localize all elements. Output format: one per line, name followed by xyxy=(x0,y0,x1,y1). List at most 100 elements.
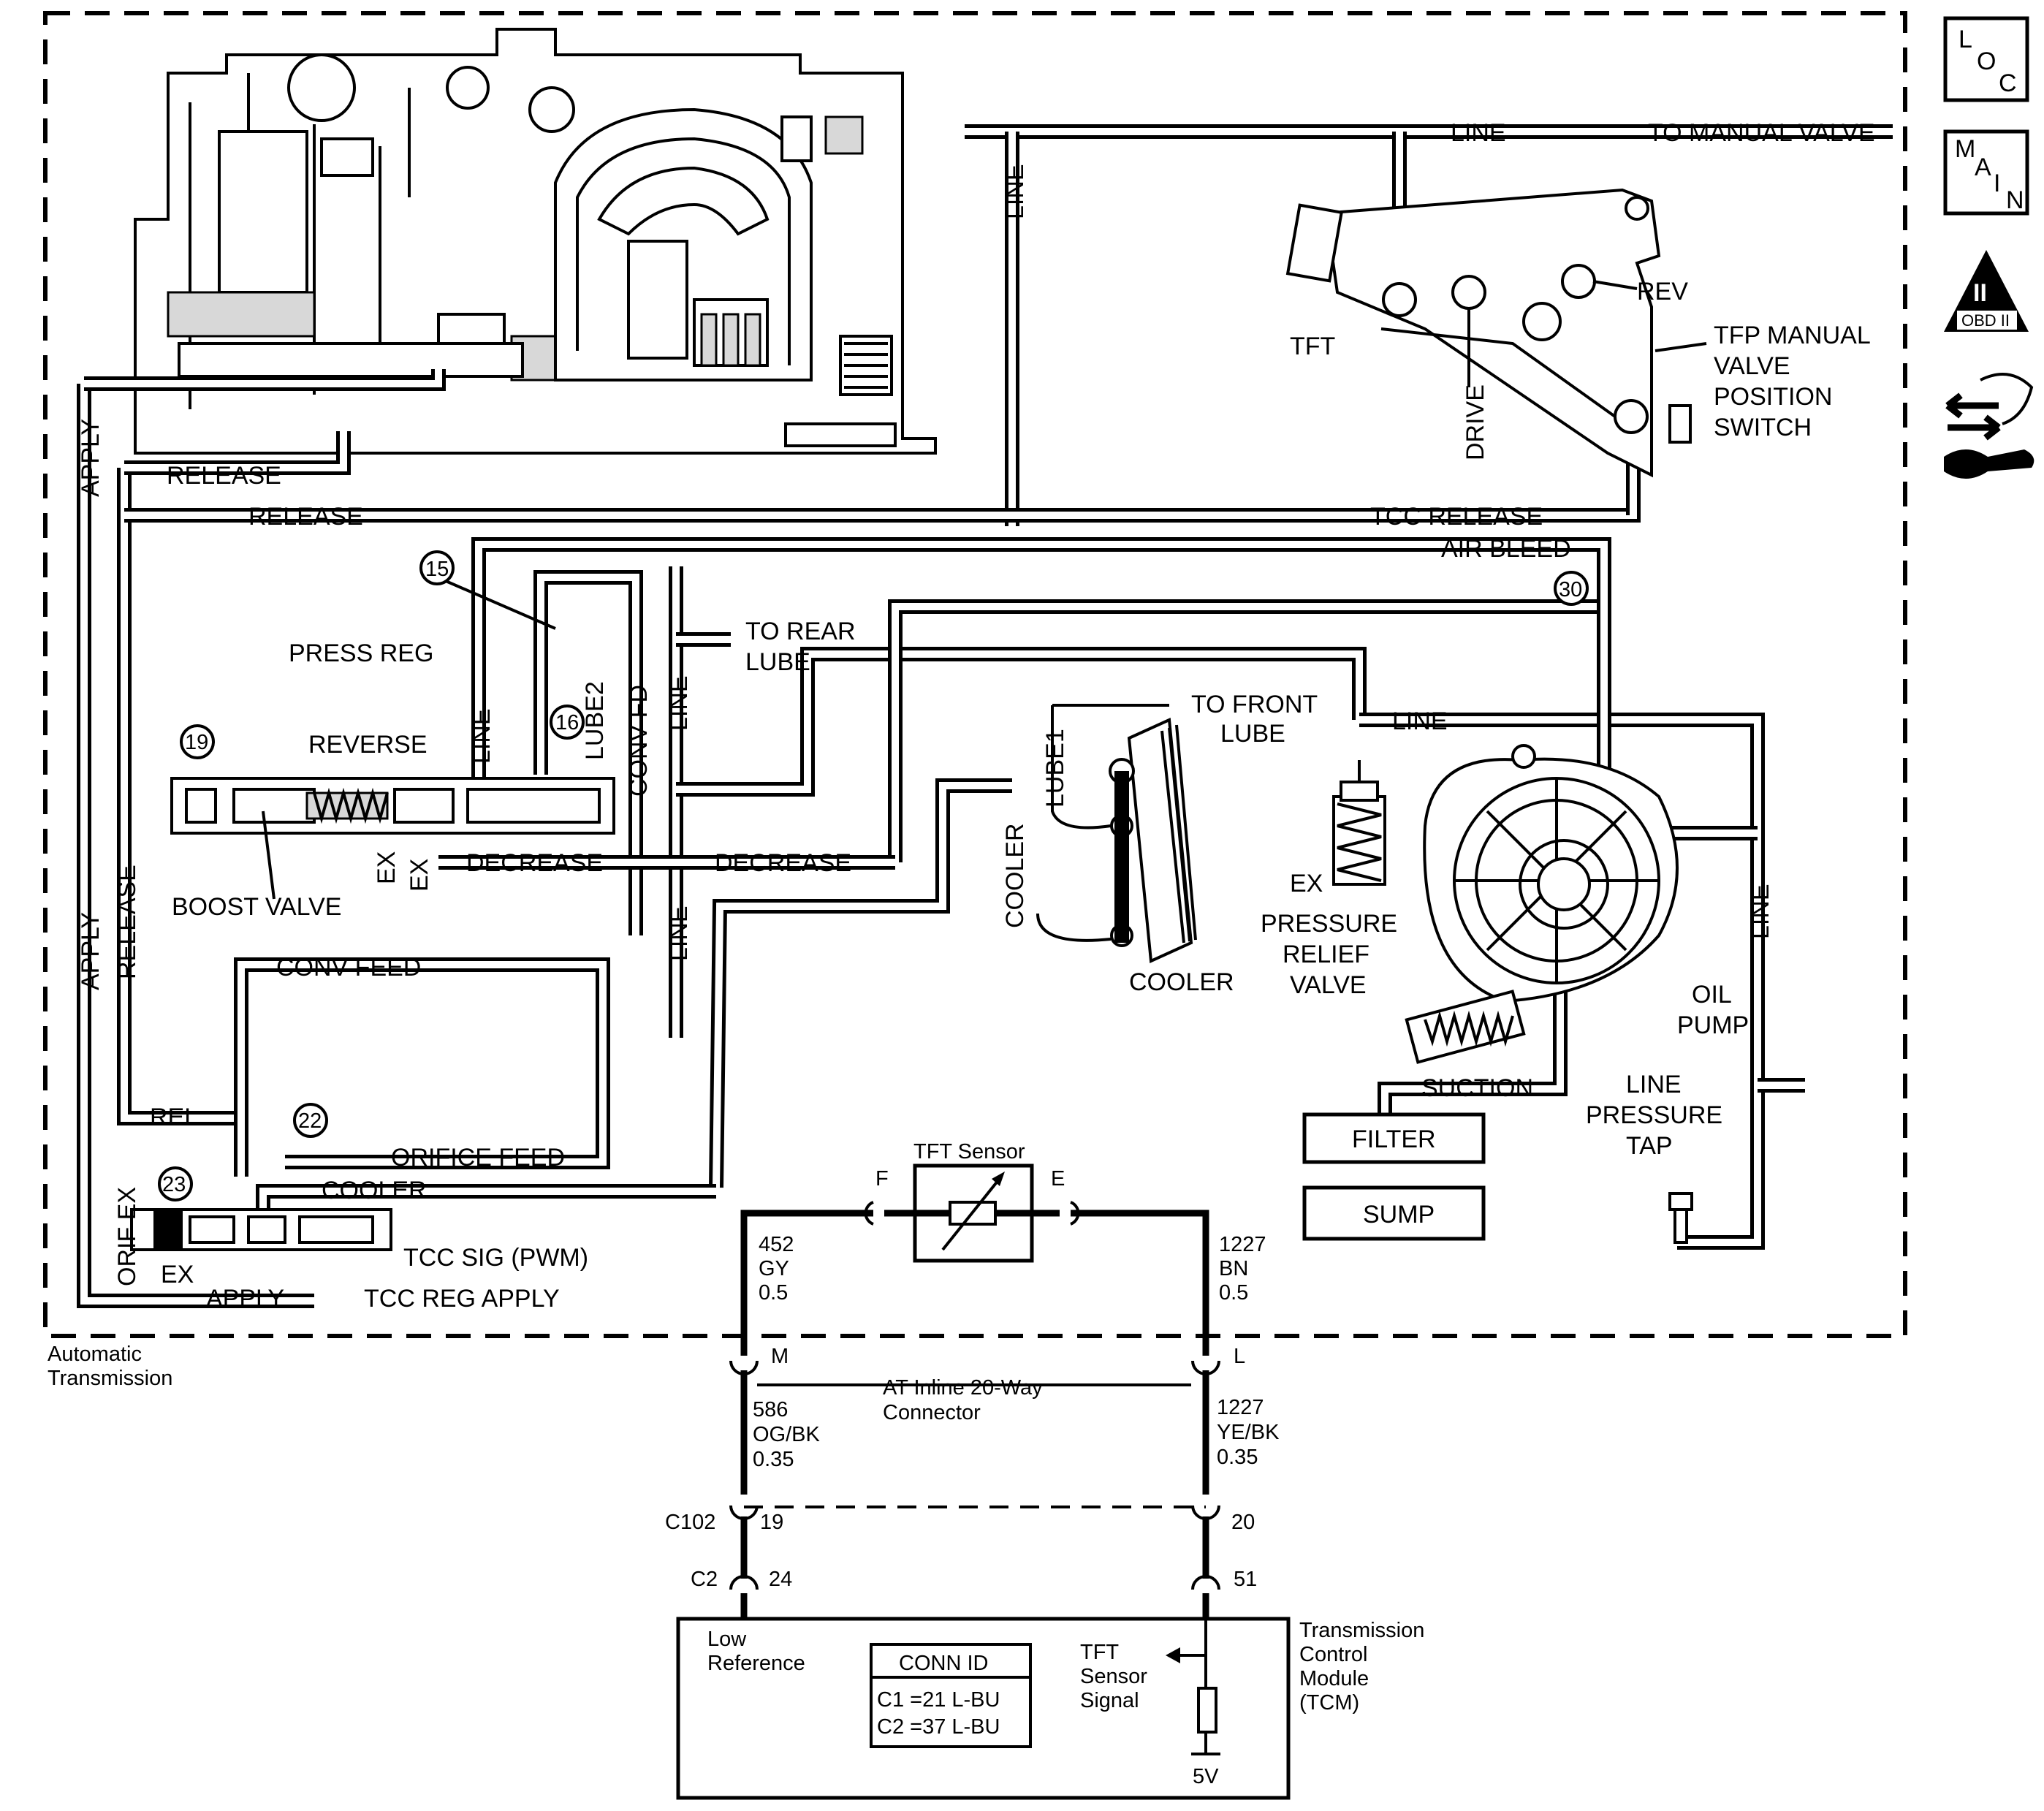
orifice-22: 22 xyxy=(298,1109,322,1133)
prv-label-1: PRESSURE xyxy=(1261,910,1397,938)
tft-signal-3: Signal xyxy=(1080,1689,1139,1712)
sump-label: SUMP xyxy=(1363,1201,1435,1229)
line-vert-label: LINE xyxy=(1001,164,1029,219)
arrows-wrench-icon[interactable] xyxy=(1944,373,2034,479)
cooler xyxy=(1036,704,1197,963)
conv-fd-label: CONV FD xyxy=(625,685,653,797)
tcc-release-label: TCC RELEASE xyxy=(1370,503,1543,531)
main-icon[interactable]: M A I N xyxy=(1943,129,2029,216)
line-right-label: LINE xyxy=(1392,707,1448,735)
to-manual-valve-label: TO MANUAL VALVE xyxy=(1648,119,1875,147)
to-front-lube-2: LUBE xyxy=(1220,720,1285,748)
svg-text:C: C xyxy=(1999,69,2017,97)
orifice-19: 19 xyxy=(185,731,208,754)
cooler-label: COOLER xyxy=(1129,968,1234,996)
line-far-right-label: LINE xyxy=(1747,884,1774,939)
to-rear-lube-1: TO REAR xyxy=(745,618,856,645)
line-mid-label: LINE xyxy=(665,675,693,731)
obd-ii-icon[interactable]: II OBD II xyxy=(1944,250,2029,332)
release-label-3: RELEASE xyxy=(113,865,141,979)
svg-text:N: N xyxy=(2006,186,2024,214)
pin-e: E xyxy=(1051,1167,1065,1191)
conn-id-c2: C2 =37 L-BU xyxy=(877,1715,1000,1739)
oil-pump-label-2: PUMP xyxy=(1677,1011,1749,1039)
left-gauge: 0.5 xyxy=(759,1281,788,1305)
transmission-housing xyxy=(134,28,937,455)
tcc-sig-label: TCC SIG (PWM) xyxy=(403,1244,588,1272)
tfp-manual-valve-position-switch xyxy=(1285,188,1707,478)
line-low-label: LINE xyxy=(665,906,693,961)
lube1-label: LUBE1 xyxy=(1041,729,1069,808)
hydraulic-labels: LINE TO MANUAL VALVE LINE REV TFT DRIVE … xyxy=(77,119,1875,1313)
tcc-reg-apply-label: TCC REG APPLY xyxy=(364,1285,560,1313)
inline-connector-1: AT Inline 20-Way xyxy=(883,1376,1043,1400)
to-rear-lube-2: LUBE xyxy=(745,648,810,676)
automatic-transmission-1: Automatic xyxy=(48,1343,142,1366)
pin-19: 19 xyxy=(760,1511,783,1534)
right-color: BN xyxy=(1219,1257,1248,1280)
rev-label: REV xyxy=(1637,278,1688,305)
reverse-label: REVERSE xyxy=(308,731,428,759)
svg-text:A: A xyxy=(1975,153,1991,181)
left2-color: OG/BK xyxy=(753,1423,821,1446)
c2-label: C2 xyxy=(691,1568,718,1591)
suction-label: SUCTION xyxy=(1421,1074,1533,1102)
left-color: GY xyxy=(759,1257,789,1280)
lpt-label-3: TAP xyxy=(1626,1132,1673,1160)
low-reference-2: Reference xyxy=(707,1652,805,1675)
conn-id-table xyxy=(870,1643,1032,1748)
svg-text:I: I xyxy=(1994,170,2000,197)
tft-sensor-box xyxy=(884,1163,1060,1263)
tcc-regulator-valve xyxy=(130,1208,392,1251)
harness-wires xyxy=(729,1201,1220,1619)
line-label: LINE xyxy=(1451,119,1506,147)
tcm-label-2: Control xyxy=(1299,1643,1368,1666)
oil-pump xyxy=(1405,744,1679,1064)
sump-box xyxy=(1302,1185,1486,1241)
pin-l: L xyxy=(1234,1345,1245,1368)
rel-label: REL xyxy=(150,1104,198,1131)
tft-sensor-title: TFT Sensor xyxy=(913,1140,1025,1163)
low-reference-1: Low xyxy=(707,1628,747,1651)
automatic-transmission-2: Transmission xyxy=(48,1367,172,1390)
apply-label-2: APPLY xyxy=(77,912,105,990)
svg-text:O: O xyxy=(1977,48,1996,75)
to-front-lube-1: TO FRONT xyxy=(1191,691,1318,718)
inline-connector-2: Connector xyxy=(883,1401,981,1424)
press-reg-label: PRESS REG xyxy=(289,639,433,667)
drive-label: DRIVE xyxy=(1462,384,1489,460)
apply-low-label: APPLY xyxy=(206,1285,284,1313)
svg-text:OBD II: OBD II xyxy=(1961,311,2010,330)
release-label-1: RELEASE xyxy=(167,462,281,490)
air-bleed-label: AIR BLEED xyxy=(1441,535,1571,563)
c102-label: C102 xyxy=(665,1511,715,1534)
orifice-23: 23 xyxy=(162,1173,186,1196)
tft-signal-2: Sensor xyxy=(1080,1665,1147,1688)
right2-color: YE/BK xyxy=(1217,1421,1280,1444)
conn-id-c1: C1 =21 L-BU xyxy=(877,1688,1000,1712)
pressure-relief-valve xyxy=(1332,760,1386,886)
filter-box xyxy=(1302,1112,1486,1164)
ex-label-2: EX xyxy=(406,859,433,892)
left2-circuit: 586 xyxy=(753,1398,788,1421)
orifice-16: 16 xyxy=(555,711,579,734)
loc-icon[interactable]: L O C xyxy=(1943,16,2029,102)
electrical-labels: TFT Sensor F E 452 GY 0.5 1227 BN 0.5 Au… xyxy=(48,1140,1424,1788)
pin-m: M xyxy=(771,1345,789,1368)
transmission-boundary xyxy=(43,11,1907,1338)
left2-gauge: 0.35 xyxy=(753,1448,794,1471)
oil-pump-label-1: OIL xyxy=(1692,981,1732,1009)
decrease-label-2: DECREASE xyxy=(715,849,851,877)
svg-text:L: L xyxy=(1958,26,1972,53)
left-circuit: 452 xyxy=(759,1233,794,1256)
conv-feed-label: CONV FEED xyxy=(276,954,421,982)
tft-signal-1: TFT xyxy=(1080,1641,1119,1664)
orif-ex-label: ORIF EX xyxy=(113,1187,141,1286)
pin-24: 24 xyxy=(769,1568,792,1591)
tcm-label-4: (TCM) xyxy=(1299,1691,1359,1715)
line-pressure-tap xyxy=(1668,1192,1693,1244)
lpt-label-1: LINE xyxy=(1626,1071,1682,1098)
tfp-label-1: TFP MANUAL xyxy=(1714,322,1871,349)
hydraulic-passages xyxy=(77,124,1893,1308)
boost-valve-label: BOOST VALVE xyxy=(172,893,341,921)
